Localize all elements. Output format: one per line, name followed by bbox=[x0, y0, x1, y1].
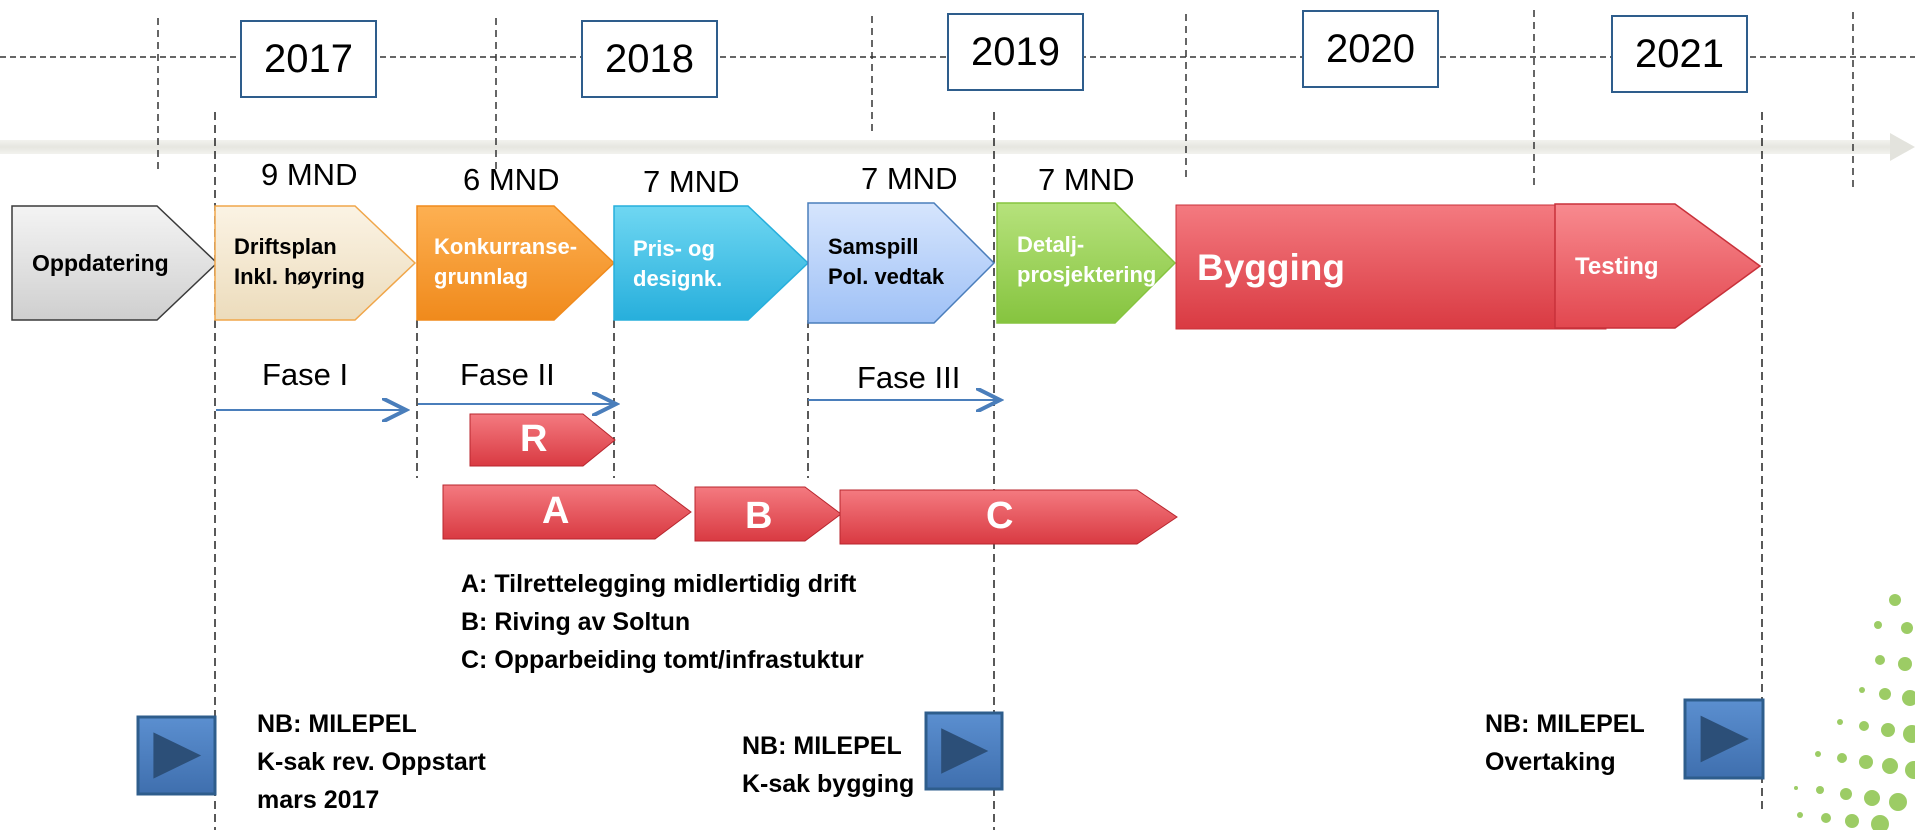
dots-decoration bbox=[1794, 594, 1915, 830]
fase-label: Fase I bbox=[262, 357, 349, 392]
play-icon bbox=[941, 728, 989, 774]
dot bbox=[1864, 790, 1880, 806]
dot bbox=[1898, 657, 1912, 671]
subtask-arrow-b bbox=[694, 486, 842, 542]
fase-label: Fase III bbox=[857, 360, 961, 395]
dot bbox=[1840, 788, 1852, 800]
phase-label-konkurranse: Konkurranse-grunnlag bbox=[434, 234, 578, 289]
dot bbox=[1837, 753, 1847, 763]
duration-label: 7 MND bbox=[1038, 162, 1135, 197]
phase-chevron-konkurranse bbox=[416, 205, 616, 321]
dot bbox=[1881, 723, 1895, 737]
dot bbox=[1905, 761, 1915, 779]
year-box-2018: 2018 bbox=[581, 20, 718, 98]
milestone-note: NB: MILEPEL K-sak rev. Oppstart mars 201… bbox=[257, 710, 486, 814]
phase-label-testing: Testing bbox=[1575, 253, 1659, 280]
subtask-label: A bbox=[542, 490, 570, 532]
duration-label: 7 MND bbox=[643, 164, 740, 199]
dot bbox=[1871, 815, 1889, 830]
dot bbox=[1815, 751, 1821, 757]
year-box-2021: 2021 bbox=[1611, 15, 1748, 93]
phase-label-detalj: Detalj-prosjektering bbox=[1017, 232, 1157, 287]
phase-label-oppdatering: Oppdatering bbox=[32, 250, 169, 276]
milestone-button-2 bbox=[924, 711, 1004, 791]
dot bbox=[1859, 721, 1869, 731]
subtask-arrow-r bbox=[469, 413, 616, 467]
dot bbox=[1882, 758, 1898, 774]
phase-chevron-samspill bbox=[807, 202, 996, 324]
fase-label: Fase II bbox=[460, 357, 555, 392]
phase-chevron-pris bbox=[613, 205, 810, 321]
duration-label: 7 MND bbox=[861, 161, 958, 196]
year-box-2019: 2019 bbox=[947, 13, 1084, 91]
axis-band bbox=[0, 140, 1895, 154]
dot bbox=[1903, 725, 1915, 743]
subtask-label: B bbox=[745, 495, 773, 537]
milestone-buttons bbox=[136, 698, 1765, 796]
subtask-arrow-a bbox=[442, 484, 692, 540]
fase-arrows bbox=[216, 400, 1000, 410]
phase-chevron-driftsplan bbox=[214, 205, 417, 321]
phase-chevrons bbox=[11, 202, 1762, 330]
dot bbox=[1874, 621, 1882, 629]
dot bbox=[1859, 687, 1865, 693]
subtask-arrows bbox=[442, 413, 1178, 545]
phase-bar-bygging bbox=[1175, 204, 1607, 330]
legend-item: A: Tilrettelegging midlertidig drift bbox=[461, 570, 857, 598]
play-icon bbox=[1700, 715, 1749, 763]
subtask-label: R bbox=[520, 418, 548, 460]
axis-arrowhead bbox=[1890, 133, 1915, 161]
phase-chevron-detalj bbox=[996, 202, 1177, 324]
subtask-arrow-c bbox=[839, 489, 1178, 545]
dot bbox=[1889, 594, 1901, 606]
dot bbox=[1816, 786, 1824, 794]
play-icon bbox=[153, 732, 202, 779]
dot bbox=[1901, 622, 1913, 634]
dot bbox=[1794, 786, 1798, 790]
milestone-note: NB: MILEPEL K-sak bygging bbox=[742, 732, 915, 798]
subtask-label: C bbox=[986, 495, 1014, 537]
duration-label: 9 MND bbox=[261, 157, 358, 192]
legend-item: C: Opparbeiding tomt/infrastuktur bbox=[461, 646, 864, 674]
dot bbox=[1902, 690, 1915, 706]
duration-label: 6 MND bbox=[463, 162, 560, 197]
phase-chevron-oppdatering bbox=[11, 205, 219, 321]
dot bbox=[1875, 655, 1885, 665]
dot bbox=[1837, 719, 1843, 725]
phase-label-bygging: Bygging bbox=[1197, 247, 1345, 288]
dot bbox=[1821, 813, 1831, 823]
timeline-axis bbox=[0, 56, 1915, 161]
dot bbox=[1797, 812, 1803, 818]
year-gridlines bbox=[157, 10, 1854, 830]
dot bbox=[1845, 814, 1859, 828]
dot bbox=[1879, 688, 1891, 700]
phase-chevron-testing bbox=[1554, 203, 1762, 329]
legend: A: Tilrettelegging midlertidig drift B: … bbox=[461, 565, 864, 679]
year-box-2017: 2017 bbox=[240, 20, 377, 98]
legend-item: B: Riving av Soltun bbox=[461, 608, 691, 636]
dot bbox=[1889, 793, 1907, 811]
milestone-note: NB: MILEPEL Overtaking bbox=[1485, 710, 1645, 776]
dot bbox=[1859, 755, 1873, 769]
year-box-2020: 2020 bbox=[1302, 10, 1439, 88]
